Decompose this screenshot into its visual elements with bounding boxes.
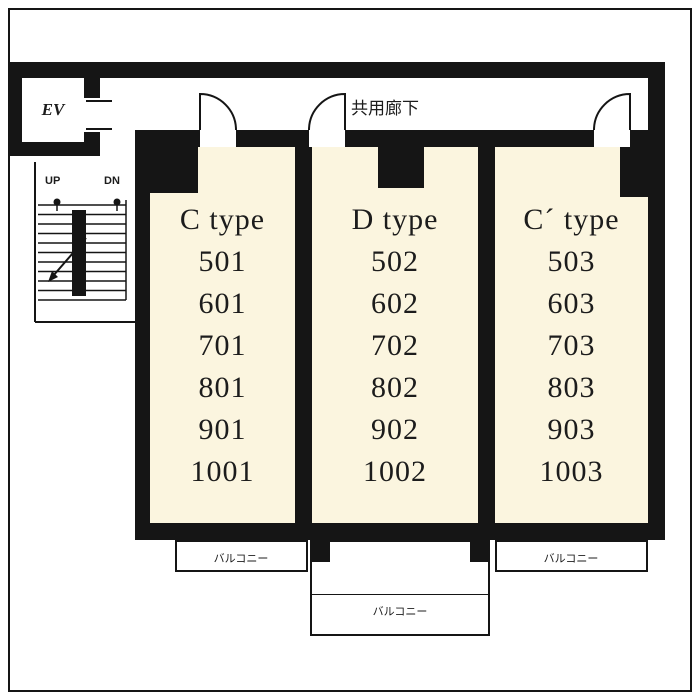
room-number: 701: [198, 329, 247, 362]
unit-c-type-label: C type: [179, 203, 266, 236]
room-number: 601: [198, 287, 247, 320]
entry-wall-unit-c: [150, 147, 198, 193]
wall-top: [8, 62, 665, 78]
wall-right: [648, 62, 665, 540]
corridor-label: 共用廊下: [348, 94, 422, 119]
room-number: 801: [198, 371, 247, 404]
unit-cprime-type: C´ type 503 603 703 803 903 1003: [495, 147, 648, 523]
room-number: 602: [371, 287, 419, 320]
room-number: 703: [547, 329, 596, 362]
door-gap-unit-d: [309, 130, 345, 147]
balcony-center-rail-line: [312, 594, 488, 595]
balcony-left-label: バルコニー: [213, 553, 269, 565]
elevator-door-gap: [84, 98, 100, 132]
door-gap-unit-c: [200, 130, 236, 147]
balcony-right: [495, 540, 648, 572]
wall-divider-d-cprime: [478, 130, 495, 540]
room-number: 901: [198, 413, 247, 446]
entry-wall-unit-cprime: [620, 147, 648, 197]
wall-units-bottom: [135, 523, 665, 540]
balcony-right-label: バルコニー: [543, 553, 599, 565]
balcony-center-wall-left: [310, 540, 330, 562]
wall-divider-c-d: [295, 130, 312, 540]
balcony-center: [310, 540, 490, 636]
room-number: 702: [371, 329, 419, 362]
unit-c-type: C type 501 601 701 801 901 1001: [150, 147, 295, 523]
elevator-label: EV: [41, 100, 65, 119]
room-number: 503: [547, 245, 596, 278]
room-number: 1002: [363, 455, 427, 488]
unit-d-type-label: D type: [351, 203, 439, 236]
room-number: 502: [371, 245, 419, 278]
door-gap-unit-cprime: [594, 130, 630, 147]
entry-wall-unit-d: [378, 147, 424, 188]
room-number: 603: [547, 287, 596, 320]
room-number: 501: [198, 245, 247, 278]
room-number: 802: [371, 371, 419, 404]
wall-units-top: [135, 130, 665, 147]
room-number: 1001: [190, 455, 255, 488]
room-number: 1003: [539, 455, 604, 488]
room-number: 803: [547, 371, 596, 404]
stairs-up-label: UP: [45, 175, 61, 187]
balcony-left: [175, 540, 308, 572]
unit-d-type: D type 502 602 702 802 902 1002: [312, 147, 478, 523]
room-number: 902: [371, 413, 419, 446]
outer-frame: [8, 8, 692, 692]
balcony-center-wall-right: [470, 540, 490, 562]
room-number: 903: [547, 413, 596, 446]
balcony-center-label: バルコニー: [372, 606, 428, 618]
elevator-cab: EV: [22, 78, 84, 142]
wall-left: [135, 130, 150, 540]
unit-cprime-type-label: C´ type: [523, 203, 620, 236]
stairs-down-label: DN: [104, 175, 120, 187]
